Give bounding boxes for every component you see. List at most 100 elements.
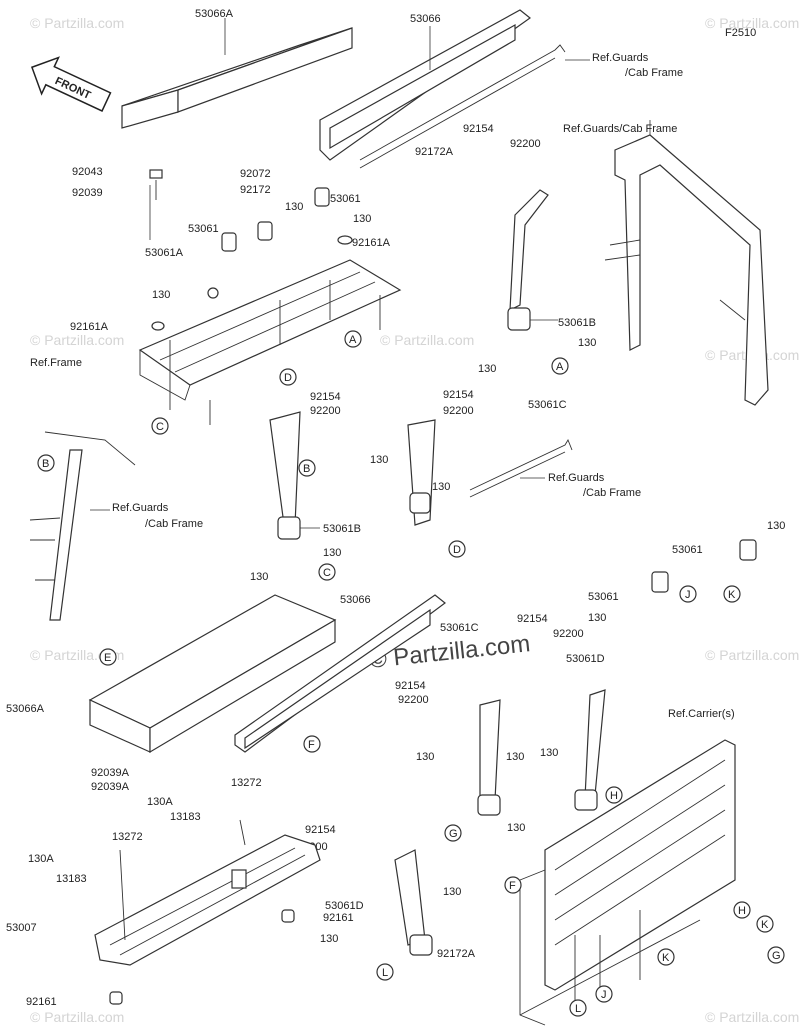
label-92161A-a: 92161A [352,237,391,249]
label-130-l: 130 [416,751,434,763]
callout-H2: H [733,901,751,919]
callout-G2: G [767,946,785,964]
callout-L1: L [376,963,394,981]
seatbelt-53061C-mid [407,419,436,526]
label-130-k: 130 [588,612,606,624]
buckle-53061-right [651,539,757,593]
label-130-a: 130 [285,201,303,213]
label-53066A: 53066A [195,8,234,20]
label-92200-d: 92200 [553,628,584,640]
label-92200-c: 92200 [443,405,474,417]
label-ref-carrier: Ref.Carrier(s) [668,708,735,720]
seatbelt-53061C-bottom [477,699,501,816]
seat-frame-top [138,259,402,425]
svg-text:H: H [610,790,618,802]
label-92161A-b: 92161A [70,321,109,333]
label-130-q: 130 [320,933,338,945]
svg-text:H: H [738,905,746,917]
figure-code: F2510 [725,27,756,39]
cab-frame-left [29,431,136,621]
label-53061-a: 53061 [330,193,361,205]
label-92200-a: 92200 [510,138,541,150]
watermark-tile: © Partzilla.com [30,1009,124,1025]
callout-C2: C [318,563,336,581]
label-92039A-a: 92039A [91,767,130,779]
svg-text:B: B [303,463,310,475]
hardware-top-left [149,169,353,331]
callout-K1: K [723,585,741,603]
label-13183-a: 13183 [170,811,201,823]
svg-text:F: F [509,880,516,892]
seatbelt-53061B-mid [269,411,320,540]
watermark-tile: © Partzilla.com [380,332,474,348]
label-53061D-b: 53061D [325,900,364,912]
watermark-tile: © Partzilla.com [705,647,799,663]
label-130-m: 130 [506,751,524,763]
svg-text:C: C [323,567,331,579]
label-92172A-a: 92172A [415,146,454,158]
label-130-top-mid: 130 [478,363,496,375]
watermark-tile: © Partzilla.com [30,332,124,348]
callout-B2: B [298,459,316,477]
label-130-n: 130 [540,747,558,759]
svg-text:D: D [453,544,461,556]
label-53061-b: 53061 [188,223,219,235]
seat-cushion-53066A-top [121,18,353,129]
label-92154-d: 92154 [517,613,548,625]
seatbelt-53061D-bottom-right [574,689,606,811]
label-ref-guards-3b: /Cab Frame [583,487,641,499]
svg-text:K: K [728,589,736,601]
svg-text:G: G [449,828,458,840]
callout-E1: E [99,648,117,666]
callout-H1: H [605,786,623,804]
label-ref-frame: Ref.Frame [30,357,82,369]
callout-K2: K [756,915,774,933]
svg-text:J: J [685,589,691,601]
callout-D2: D [448,540,466,558]
seatbelt-53061D-bottom-left [394,849,433,956]
label-53061D-a: 53061D [566,653,605,665]
seat-frame-53007-bottom [94,819,321,966]
label-92154-e: 92154 [395,680,426,692]
label-13272-b: 13272 [112,831,143,843]
backrest-53066-bottom [234,594,446,753]
label-130-j: 130 [767,520,785,532]
callout-D1: D [279,368,297,386]
label-53066: 53066 [410,13,441,25]
watermark-tile: © Partzilla.com [705,1009,799,1025]
front-direction-arrow: FRONT [30,56,112,112]
label-ref-guards-1b: /Cab Frame [625,67,683,79]
callout-K3: K [657,948,675,966]
label-92154-c: 92154 [443,389,474,401]
callout-A1: A [344,330,362,348]
svg-text:K: K [761,919,769,931]
label-130-g: 130 [432,481,450,493]
label-92039: 92039 [72,187,103,199]
label-92161-a: 92161 [323,912,354,924]
label-92154-b: 92154 [310,391,341,403]
svg-text:F: F [308,739,315,751]
guard-rail-top [359,44,590,169]
label-130-h: 130 [250,571,268,583]
label-53066A-b: 53066A [6,703,45,715]
label-130-c: 130 [152,289,170,301]
label-92154-f: 92154 [305,824,336,836]
label-53061B-a: 53061B [558,317,596,329]
svg-text:J: J [601,989,607,1001]
callout-F1: F [303,735,321,753]
seatbelt-53061B-top-right [507,189,558,331]
label-53061C-b: 53061C [440,622,479,634]
label-92161-b: 92161 [26,996,57,1008]
svg-text:A: A [349,334,357,346]
label-92172: 92172 [240,184,271,196]
label-130-top-right: 130 [578,337,596,349]
callout-B1: B [37,454,55,472]
callout-A2: A [551,357,569,375]
label-130-o: 130 [507,822,525,834]
label-ref-guards-1: Ref.Guards [592,52,649,64]
watermark-tiles: © Partzilla.com © Partzilla.com © Partzi… [30,15,799,1025]
label-ref-guards-3: Ref.Guards [548,472,605,484]
label-92072: 92072 [240,168,271,180]
svg-text:C: C [156,421,164,433]
